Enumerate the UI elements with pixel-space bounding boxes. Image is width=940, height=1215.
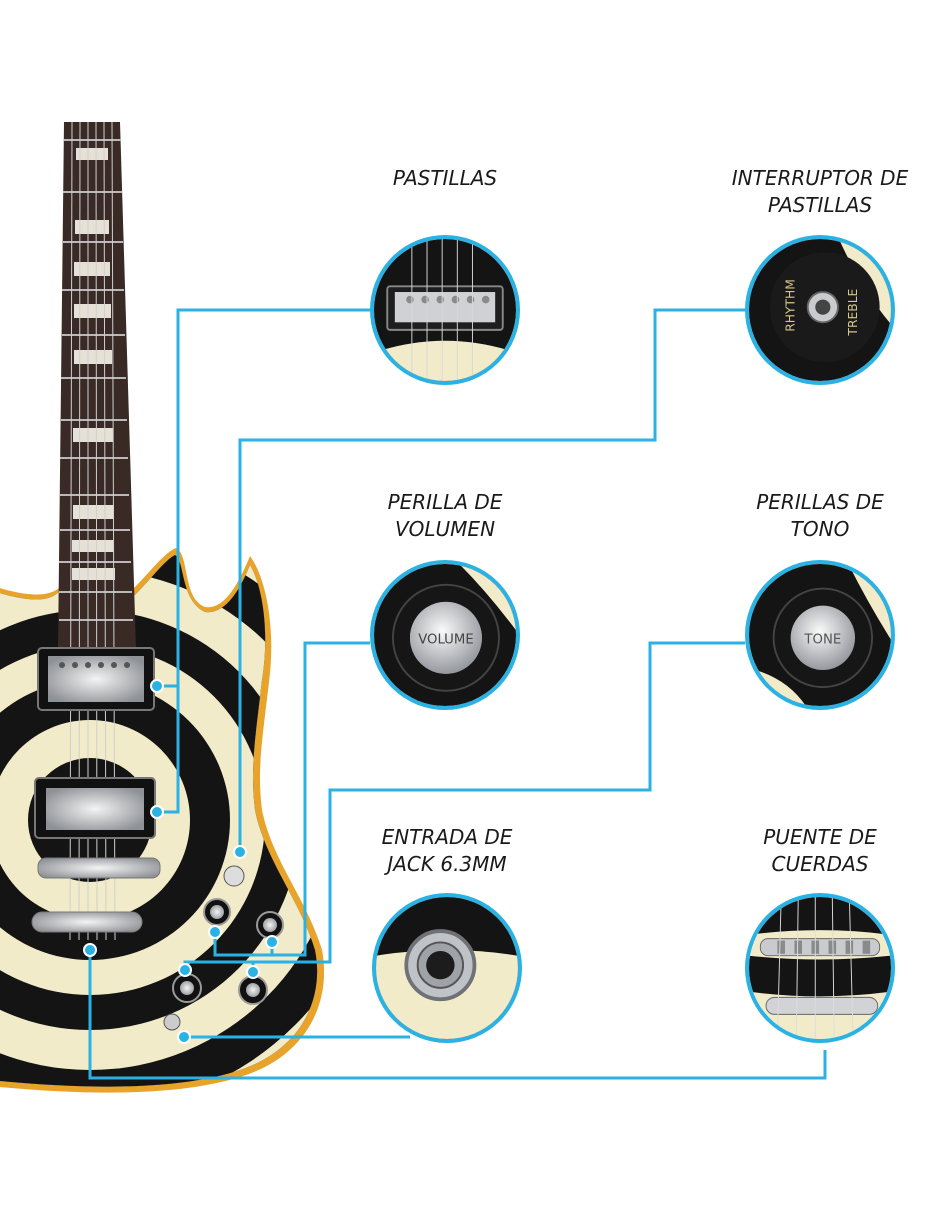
- label-line: VOLUMEN: [394, 517, 496, 541]
- jack-on-body: [163, 1013, 181, 1031]
- bridge-thumbnail: [745, 893, 895, 1043]
- pickup-thumbnail: [370, 235, 520, 385]
- tone-knob-thumbnail: TONE: [745, 560, 895, 710]
- label-line: PERILLAS DE: [756, 490, 884, 514]
- jack-thumbnail: [372, 893, 522, 1043]
- tuneomatic: [37, 857, 161, 879]
- label-line: PASTILLAS: [392, 166, 498, 190]
- volume-knob-thumbnail: VOLUME: [370, 560, 520, 710]
- switch-rhythm-text: RHYTHM: [783, 279, 797, 332]
- label-pickups: PASTILLAS: [325, 165, 565, 192]
- tailpiece: [31, 911, 143, 933]
- label-line: JACK 6.3MM: [387, 852, 507, 876]
- label-line: PERILLA DE: [387, 490, 503, 514]
- neck-pickup: [37, 647, 155, 711]
- label-bridge: PUENTE DE CUERDAS: [700, 824, 940, 878]
- label-volume: PERILLA DE VOLUMEN: [325, 489, 565, 543]
- switch-treble-text: TREBLE: [846, 289, 860, 337]
- switch-thumbnail: RHYTHM TREBLE: [745, 235, 895, 385]
- label-pickup-switch: INTERRUPTOR DE PASTILLAS: [700, 165, 940, 219]
- volume-knob-text: VOLUME: [418, 633, 473, 648]
- label-tone: PERILLAS DE TONO: [700, 489, 940, 543]
- label-line: PASTILLAS: [767, 193, 873, 217]
- label-line: CUERDAS: [771, 852, 869, 876]
- label-line: INTERRUPTOR DE: [731, 166, 909, 190]
- tone-knob-text: TONE: [803, 633, 841, 648]
- label-line: PUENTE DE: [763, 825, 877, 849]
- leader-dots: [83, 679, 279, 1044]
- leader-lines: [88, 308, 827, 1080]
- label-line: ENTRADA DE: [381, 825, 513, 849]
- label-line: TONO: [790, 517, 850, 541]
- label-jack: ENTRADA DE JACK 6.3MM: [327, 824, 567, 878]
- bridge-pickup: [34, 777, 156, 839]
- switch-on-body: [223, 865, 245, 887]
